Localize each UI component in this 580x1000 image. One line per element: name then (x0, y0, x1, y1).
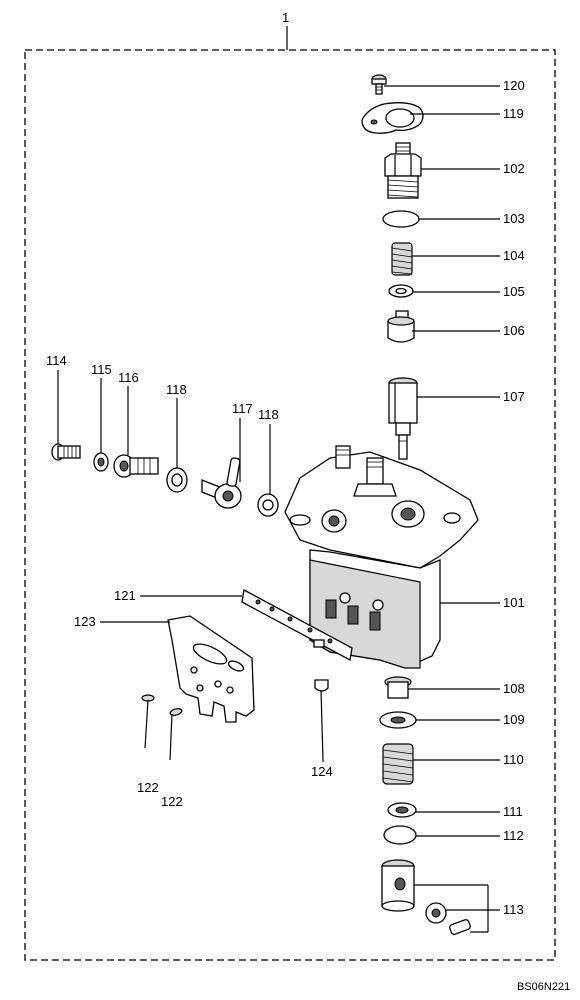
part-108-sleeve (384, 676, 412, 699)
callout-107: 107 (503, 389, 525, 404)
callout-118b: 118 (258, 407, 279, 422)
callout-117: 117 (232, 401, 253, 416)
callout-123: 123 (74, 614, 96, 629)
callout-114: 114 (46, 353, 67, 368)
callout-111: 111 (503, 804, 523, 819)
callout-122b: 122 (161, 794, 183, 809)
part-102-valve-holder (384, 142, 422, 199)
part-101-pump-body (284, 445, 479, 669)
part-122a-screw (141, 694, 155, 749)
callout-118a: 118 (166, 382, 187, 397)
callout-104: 104 (503, 248, 525, 263)
part-110-spring (382, 743, 414, 785)
part-120-screw (371, 74, 387, 95)
part-117-banjo-connector (201, 457, 242, 509)
callout-labels: 120 119 102 103 104 105 106 107 101 108 … (46, 78, 525, 917)
drawing-code: BS06N221 (517, 981, 570, 993)
part-107-plunger (388, 377, 418, 460)
part-114-bolt (51, 443, 81, 461)
assembly-boundary (24, 49, 556, 961)
part-105-washer (388, 284, 414, 298)
callout-112: 112 (503, 828, 524, 843)
callout-115: 115 (91, 362, 112, 377)
part-103-o-ring (382, 210, 420, 228)
part-104-spring (391, 242, 413, 276)
callout-116: 116 (118, 370, 139, 385)
part-115-washer (93, 452, 109, 472)
part-109-washer (379, 711, 417, 729)
leader-lines (57, 85, 500, 933)
part-112-shim (383, 825, 417, 845)
part-119-plate (361, 102, 424, 134)
assembly-number-label: 1 (282, 10, 289, 25)
callout-105: 105 (503, 284, 525, 299)
callout-119: 119 (503, 106, 524, 121)
part-118b-washer (257, 493, 279, 517)
part-118a-washer (166, 467, 188, 493)
part-122b-screw (169, 708, 183, 761)
callout-101: 101 (503, 595, 525, 610)
part-116-banjo-fitting (113, 454, 159, 478)
callout-103: 103 (503, 211, 525, 226)
callout-120: 120 (503, 78, 525, 93)
callout-121: 121 (114, 588, 136, 603)
part-111-spring-seat (387, 802, 417, 818)
part-113-tappet (381, 859, 471, 935)
part-106-delivery-valve (387, 310, 415, 343)
part-121-control-rack (241, 588, 353, 662)
callout-110: 110 (503, 752, 524, 767)
callout-108: 108 (503, 681, 525, 696)
part-124-pin (314, 679, 329, 761)
callout-102: 102 (503, 161, 525, 176)
callout-109: 109 (503, 712, 525, 727)
callout-122a: 122 (137, 780, 159, 795)
callout-124: 124 (311, 764, 333, 779)
callout-106: 106 (503, 323, 525, 338)
callout-113: 113 (503, 902, 524, 917)
part-123-cover-plate (167, 615, 255, 723)
